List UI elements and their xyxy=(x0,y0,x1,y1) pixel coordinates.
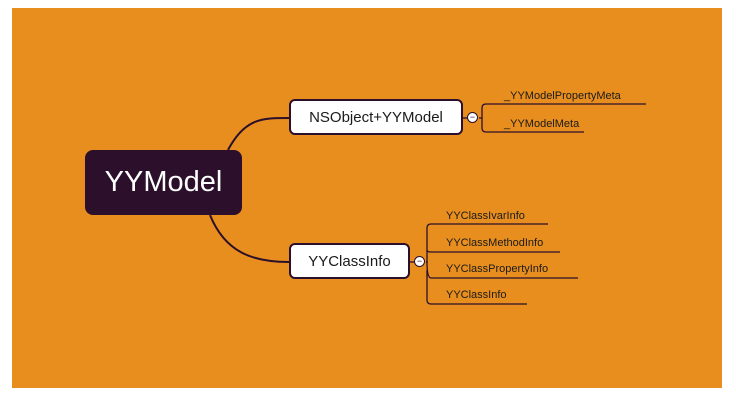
branch-node-yyclassinfo[interactable]: YYClassInfo xyxy=(289,243,410,279)
root-node[interactable]: YYModel xyxy=(85,150,242,215)
collapse-toggle-yyclassinfo[interactable]: − xyxy=(414,256,425,267)
collapse-toggle-nsobject[interactable]: − xyxy=(467,112,478,123)
branch-node-label: YYClassInfo xyxy=(308,252,391,270)
leaf-node[interactable]: _YYModelPropertyMeta xyxy=(504,90,621,102)
root-node-label: YYModel xyxy=(104,166,223,198)
leaf-node[interactable]: YYClassMethodInfo xyxy=(446,237,544,249)
leaf-node[interactable]: YYClassPropertyInfo xyxy=(446,263,549,275)
leaf-node[interactable]: _YYModelMeta xyxy=(504,118,580,130)
leaf-node[interactable]: YYClassIvarInfo xyxy=(446,210,525,222)
minus-icon: − xyxy=(469,112,476,122)
minus-icon: − xyxy=(416,256,423,266)
leaf-node[interactable]: YYClassInfo xyxy=(446,289,507,301)
branch-node-nsobject-yymodel[interactable]: NSObject+YYModel xyxy=(289,99,463,135)
branch-node-label: NSObject+YYModel xyxy=(309,108,443,126)
